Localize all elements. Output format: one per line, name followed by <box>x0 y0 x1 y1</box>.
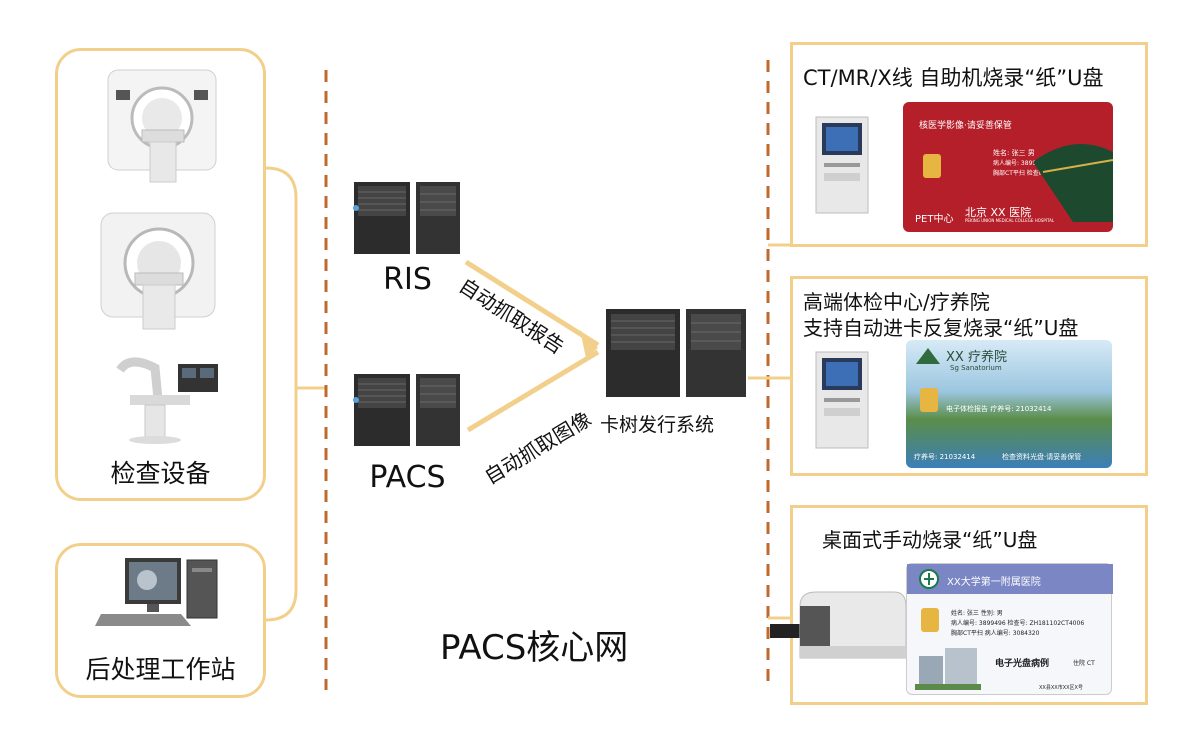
kiosk-2-icon <box>815 351 869 449</box>
kiosk-ct-box <box>790 42 1148 247</box>
ris-label: RIS <box>383 262 432 297</box>
sanatorium-card: XX 疗养院 Sg Sanatorium 电子体检报告 疗养号: 2103241… <box>906 340 1112 468</box>
pacs-server-icon <box>353 374 460 446</box>
usb-chip-icon <box>923 154 941 178</box>
workstation-label: 后处理工作站 <box>85 655 236 684</box>
sanatorium-card-footer-left: 疗养号: 21032414 <box>914 453 976 461</box>
pet-card-header: 核医学影像·请妥善保管 <box>919 121 1012 131</box>
devices-label: 检查设备 <box>110 459 211 488</box>
hospital-card-id: 病人编号: 3899496 检查号: ZH181102CT4006 <box>951 620 1085 627</box>
pet-card-exam: 胸部CT平扫 检查时间: 2018/11/2 <box>993 170 1086 177</box>
kiosk-ct-title: CT/MR/X线 自助机烧录“纸”U盘 <box>803 66 1104 90</box>
kiosk-icon <box>815 116 869 214</box>
issuer-label: 卡树发行系统 <box>600 414 715 436</box>
hospital-card: XX大学第一附属医院 姓名: 张三 性别: 男 病人编号: 3899496 检查… <box>906 563 1113 695</box>
hospital-building-icon <box>915 648 981 690</box>
ct-scanner-2-icon <box>100 212 216 330</box>
hospital-card-header: XX大学第一附属医院 <box>947 577 1041 588</box>
desktop-burner-box <box>790 505 1148 705</box>
pet-card: 核医学影像·请妥善保管 姓名: 张三 男 病人编号: 3899496 检查号: … <box>903 102 1126 232</box>
sanatorium-card-header: XX 疗养院 <box>946 350 1007 365</box>
sanatorium-card-mid: 电子体检报告 疗养号: 21032414 <box>946 405 1052 413</box>
hospital-logo-icon <box>919 569 939 589</box>
hospital-card-bottom: XX县XX市XX区X号 <box>1039 685 1083 691</box>
workstation-panel <box>55 543 266 698</box>
pet-card-hospital: 北京 XX 医院 <box>965 206 1032 219</box>
workstation-icon <box>95 558 218 626</box>
pet-card-name: 姓名: 张三 男 <box>993 149 1035 157</box>
desktop-burner-title: 桌面式手动烧录“纸”U盘 <box>822 528 1038 552</box>
pacs-label: PACS <box>369 460 446 495</box>
usb-chip-2-icon <box>920 388 938 412</box>
devices-panel <box>55 48 266 501</box>
checkup-title-line2: 支持自动进卡反复烧录“纸”U盘 <box>803 316 1079 340</box>
xray-c-arm-icon <box>116 357 218 444</box>
hospital-card-exam: 胸部CT平扫 病人编号: 3084320 <box>951 630 1040 637</box>
card-printer-icon <box>770 591 907 659</box>
hospital-card-dept: 住院 CT <box>1073 660 1095 667</box>
temple-roof-icon <box>1033 144 1114 222</box>
sanatorium-logo-icon <box>916 348 940 364</box>
sanatorium-card-footer-right: 检查资料光盘·请妥善保管 <box>1002 453 1082 461</box>
checkup-title-line1: 高端体检中心/疗养院 <box>803 290 990 314</box>
ris-server-icon <box>353 182 460 254</box>
pet-card-footer: PET中心 <box>915 214 954 225</box>
hospital-card-name: 姓名: 张三 性别: 男 <box>951 610 1003 617</box>
pacs-core-network-label: PACS核心网 <box>440 628 629 668</box>
hospital-card-header-bar <box>907 564 1113 594</box>
issuer-server-icon <box>606 309 746 397</box>
checkup-center-box <box>790 276 1148 476</box>
usb-chip-3-icon <box>921 608 939 632</box>
pet-card-hospital-en: PEKING UNION MEDICAL COLLEGE HOSPITAL <box>965 218 1055 223</box>
hospital-card-title: 电子光盘病例 <box>995 659 1050 669</box>
ct-scanner-icon <box>107 69 217 183</box>
sanatorium-card-header-en: Sg Sanatorium <box>950 364 1002 372</box>
